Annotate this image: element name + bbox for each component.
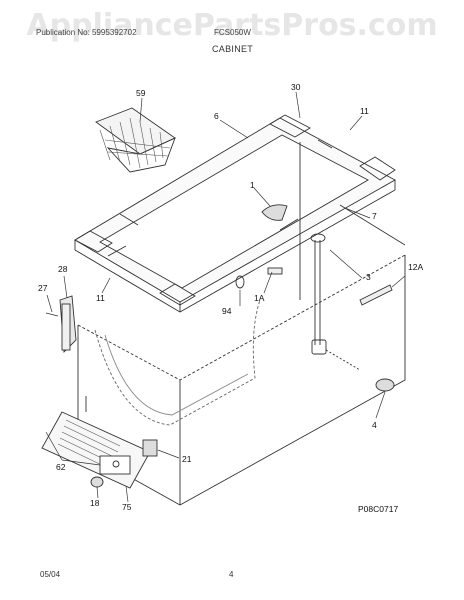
footer-date: 05/04 xyxy=(40,570,61,579)
callout-11-left: 11 xyxy=(96,293,105,303)
model-number: FCS050W xyxy=(214,28,251,37)
callout-75: 75 xyxy=(122,502,132,512)
callout-59: 59 xyxy=(136,88,146,98)
cabinet-body xyxy=(77,142,406,506)
section-title: CABINET xyxy=(212,44,254,54)
callout-28: 28 xyxy=(58,264,68,274)
leader-lines xyxy=(45,91,406,503)
foot xyxy=(375,378,395,392)
callout-6: 6 xyxy=(214,111,219,121)
callout-4: 4 xyxy=(372,420,377,430)
callout-30: 30 xyxy=(291,82,301,92)
watermark: AppliancePartsPros.com xyxy=(26,8,438,43)
light-cover xyxy=(261,204,288,221)
callout-94: 94 xyxy=(222,306,232,316)
callout-1: 1 xyxy=(250,180,255,190)
hinge xyxy=(45,295,77,354)
callout-7: 7 xyxy=(372,211,377,221)
callout-18: 18 xyxy=(90,498,100,508)
callout-12a: 12A xyxy=(408,262,424,272)
callout-62: 62 xyxy=(56,462,66,472)
diagram-code: P08C0717 xyxy=(358,504,399,514)
callout-11-top: 11 xyxy=(360,106,369,116)
grille-panel xyxy=(41,396,158,489)
callout-21: 21 xyxy=(182,454,192,464)
callout-27: 27 xyxy=(38,283,48,293)
basket xyxy=(95,107,176,173)
publication-number: Publication No: 5995392702 xyxy=(36,28,137,37)
callout-1a: 1A xyxy=(254,293,265,303)
callout-3: 3 xyxy=(366,272,371,282)
footer-page: 4 xyxy=(229,570,234,579)
lid-gasket-frame xyxy=(74,114,396,313)
